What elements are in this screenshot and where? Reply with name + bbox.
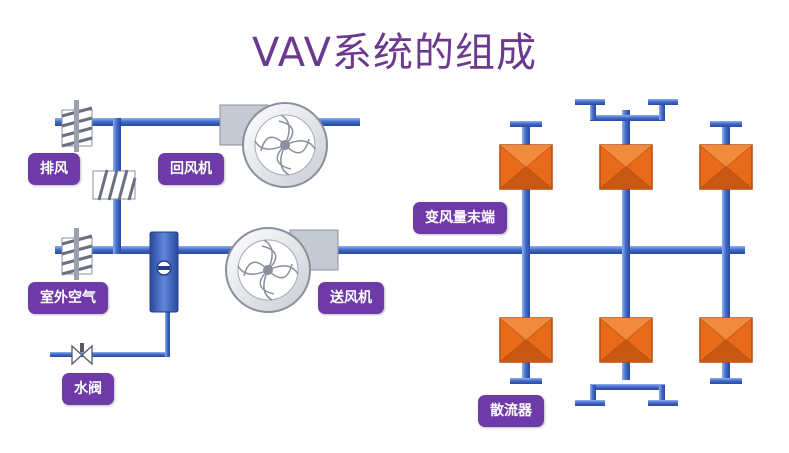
centrifugal-fan-icon [225, 227, 339, 313]
vav-box-icon [599, 317, 653, 363]
vav-box-icon [499, 317, 553, 363]
vav-boxes [499, 144, 753, 363]
return-duct [55, 118, 360, 126]
centrifugal-fan-icon [219, 102, 328, 188]
return-fan-label: 回风机 [158, 153, 224, 185]
supply-fan-label: 送风机 [318, 282, 384, 314]
valve-icon [71, 343, 93, 366]
exhaust-label: 排风 [28, 153, 80, 185]
louver-damper-icon [61, 100, 93, 152]
vav-box-icon [499, 144, 553, 190]
water-pipe [50, 352, 170, 357]
louver-damper-icon [92, 169, 137, 201]
water-valve-label: 水阀 [62, 373, 114, 405]
outdoor-air-label: 室外空气 [28, 282, 108, 314]
supply-duct [55, 246, 745, 254]
vav-box-icon [699, 317, 753, 363]
vav-box-icon [699, 144, 753, 190]
diffuser-label: 散流器 [478, 395, 544, 427]
vav-branches [522, 110, 730, 380]
vav-box-icon [599, 144, 653, 190]
terminal-pipes-top [510, 99, 742, 127]
vav-terminal-label: 变风量末端 [413, 202, 507, 234]
page-title: VAV系统的组成 [252, 30, 537, 76]
terminal-pipes-bottom [510, 378, 742, 406]
coil-icon [149, 231, 179, 313]
louver-damper-icon [61, 228, 93, 280]
